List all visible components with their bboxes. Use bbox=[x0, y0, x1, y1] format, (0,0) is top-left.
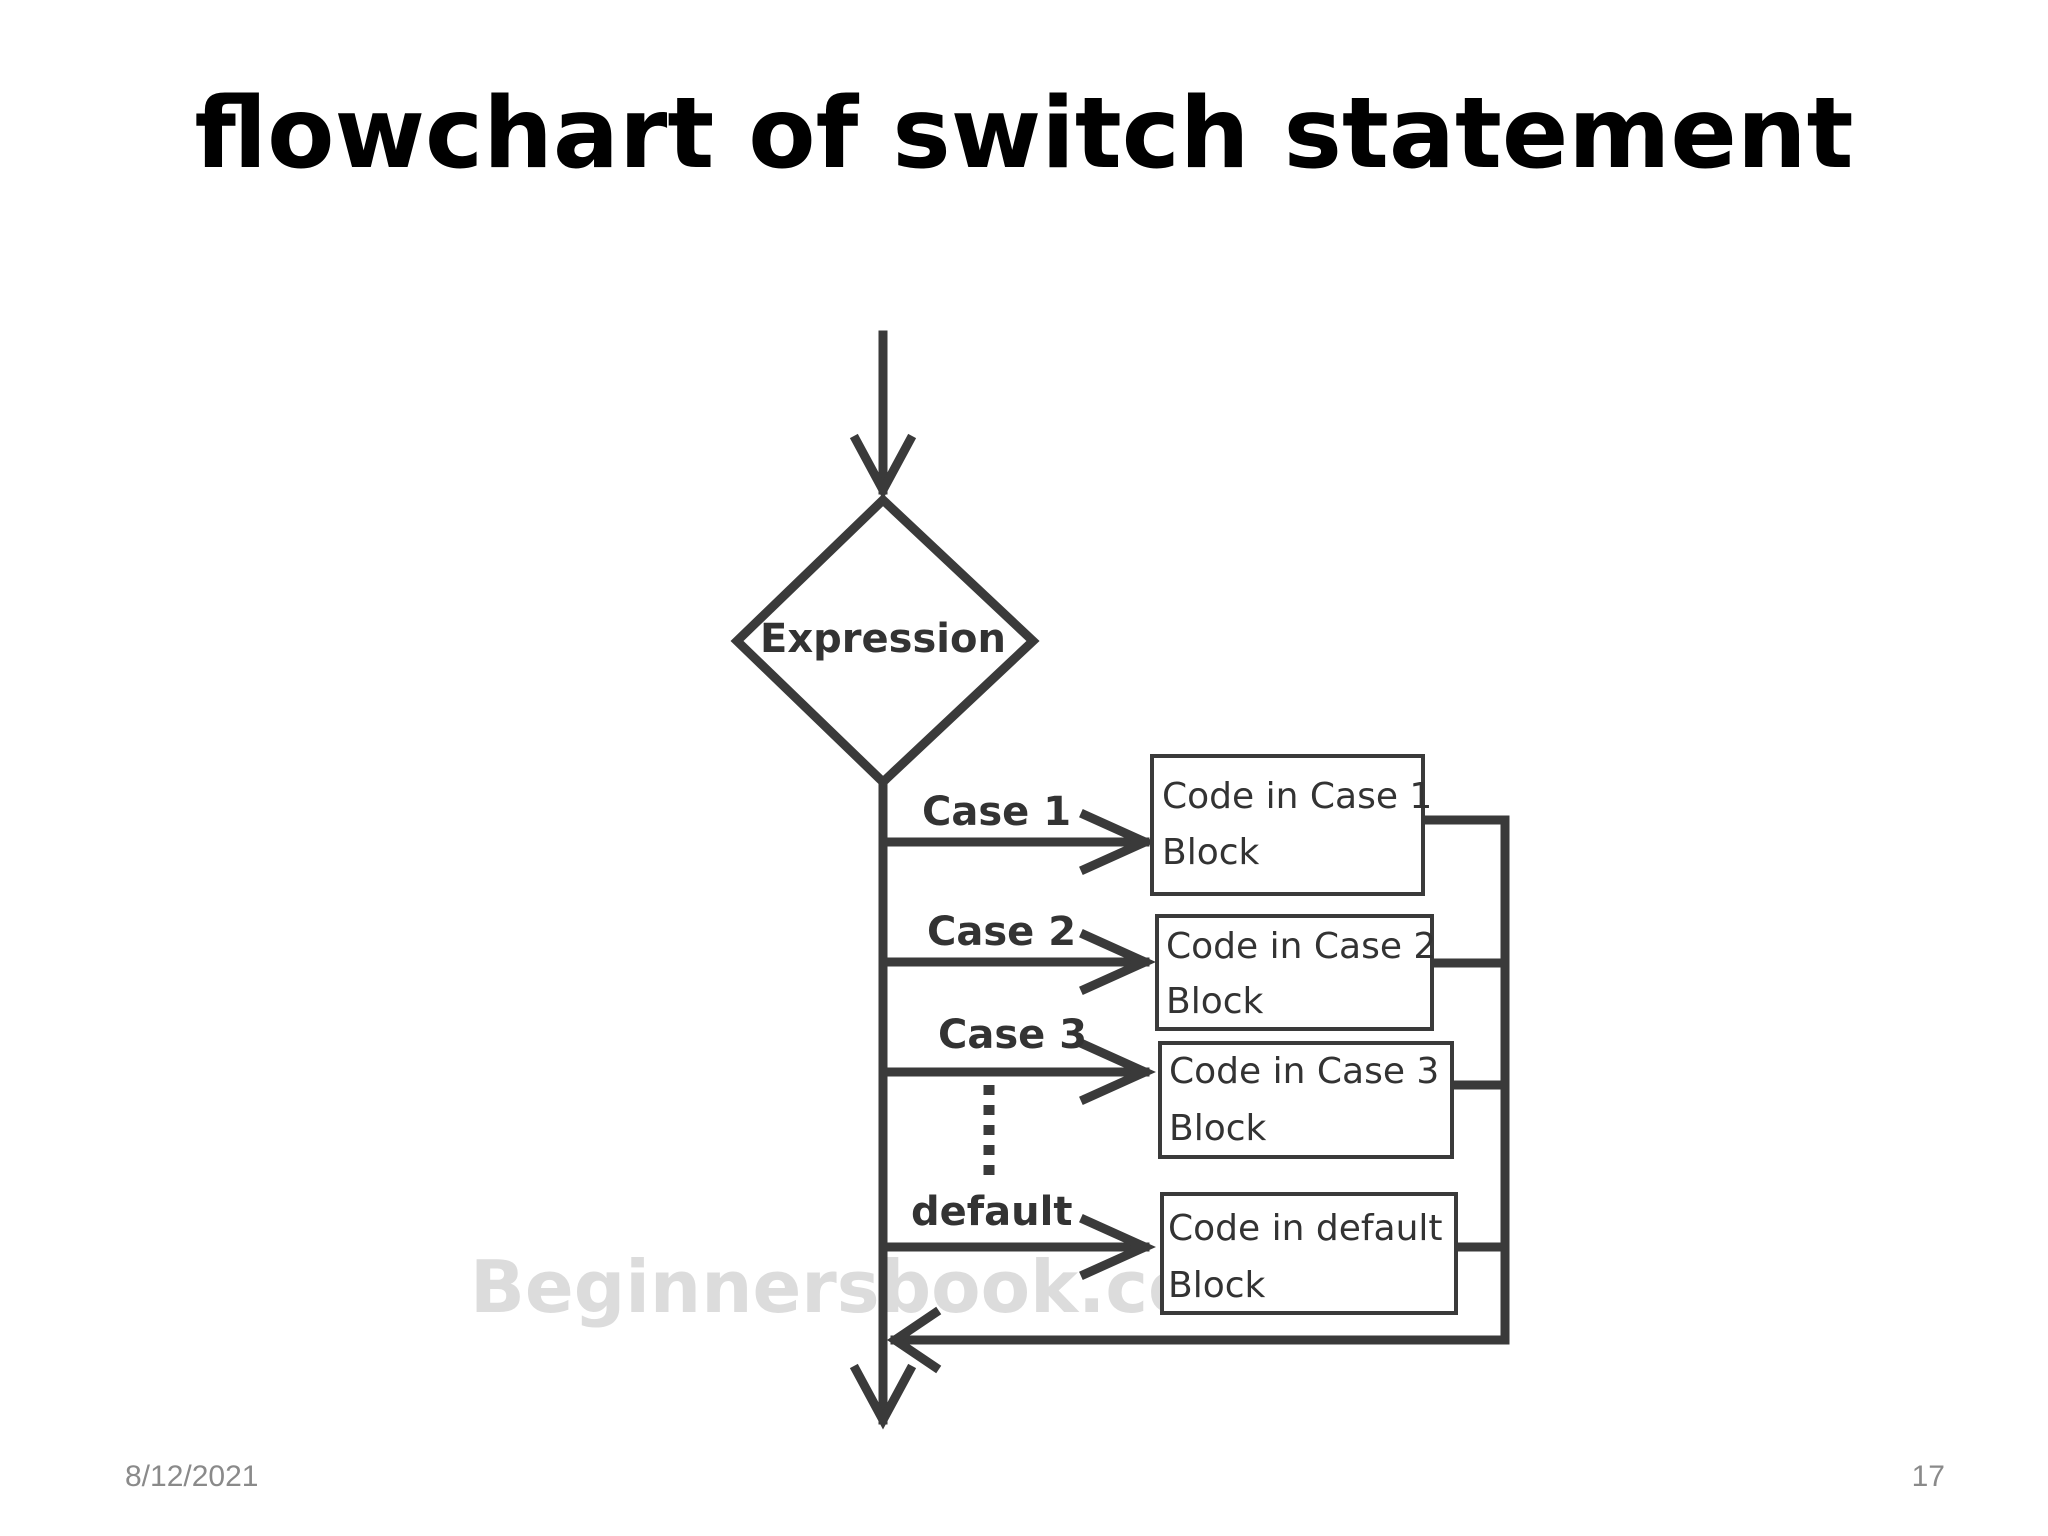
case1-block-line1: Code in Case 1 bbox=[1162, 776, 1432, 817]
case1-arrowhead bbox=[1079, 809, 1156, 875]
slide-title: flowchart of switch statement bbox=[194, 77, 1854, 191]
case3-label: Case 3 bbox=[938, 1012, 1087, 1058]
case3-block-line2: Block bbox=[1169, 1108, 1267, 1149]
slide-date: 8/12/2021 bbox=[125, 1460, 259, 1493]
case2-arrowhead bbox=[1079, 929, 1156, 995]
slide-page-number: 17 bbox=[1911, 1460, 1945, 1493]
case2-block-line2: Block bbox=[1166, 981, 1264, 1022]
default-block-line2: Block bbox=[1168, 1265, 1266, 1306]
return-arrowhead bbox=[886, 1306, 942, 1374]
case2-block bbox=[1155, 914, 1434, 1031]
entry-arrowhead bbox=[849, 433, 917, 500]
default-label: default bbox=[911, 1189, 1072, 1235]
decision-label: Expression bbox=[760, 616, 1006, 662]
case2-block-line1: Code in Case 2 bbox=[1166, 926, 1436, 967]
watermark: Beginnersbook.com bbox=[470, 1245, 1273, 1329]
case3-block bbox=[1158, 1041, 1454, 1159]
case3-block-line1: Code in Case 3 bbox=[1169, 1051, 1439, 1092]
default-arrowhead bbox=[1079, 1214, 1156, 1280]
case1-label: Case 1 bbox=[922, 789, 1071, 835]
default-block bbox=[1160, 1192, 1458, 1315]
case2-label: Case 2 bbox=[927, 909, 1076, 955]
default-block-line1: Code in default bbox=[1168, 1208, 1443, 1249]
case1-block bbox=[1150, 754, 1425, 896]
case3-arrowhead bbox=[1079, 1039, 1156, 1105]
case1-block-line2: Block bbox=[1162, 832, 1260, 873]
exit-arrowhead bbox=[849, 1363, 917, 1430]
